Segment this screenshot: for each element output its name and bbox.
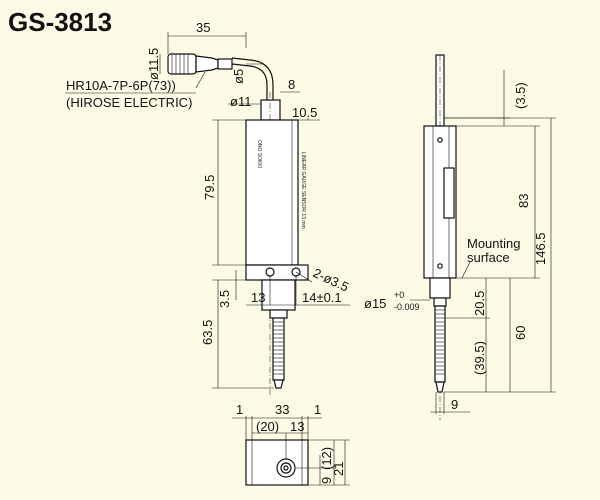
body-product: LINEAR GAUGE SENSOR 13 mm bbox=[300, 152, 306, 229]
dim-bottom-offset: 13 bbox=[290, 419, 304, 434]
mounting-label-line1: Mounting bbox=[467, 236, 520, 251]
connector-model: HR10A-7P-6P(73)) bbox=[66, 78, 176, 93]
cable bbox=[231, 63, 268, 118]
dim-stem-dia: ø15 bbox=[364, 296, 386, 311]
dim-depth-total: 21 bbox=[331, 462, 346, 476]
bottom-view: 1 33 1 (20) 13 9 (12) 21 bbox=[232, 402, 350, 486]
dim-stem-tol-upper: +0 bbox=[394, 290, 404, 300]
side-label-plate bbox=[443, 167, 455, 219]
dim-spindle-partial: (39.5) bbox=[472, 341, 487, 375]
dim-depth-left: 9 bbox=[319, 477, 334, 484]
dim-cable-dia: ø5 bbox=[231, 69, 246, 84]
dim-tip-width: 9 bbox=[451, 397, 458, 412]
body-brand: ONO SOKKI bbox=[256, 140, 262, 168]
dim-total-length: 146.5 bbox=[533, 232, 548, 265]
dim-hole-spacing: 14±0.1 bbox=[302, 290, 342, 305]
dim-bottom-inner: (20) bbox=[256, 419, 279, 434]
side-contact-tip bbox=[435, 381, 445, 393]
side-bellows bbox=[434, 305, 446, 383]
dim-body-length: 79.5 bbox=[202, 175, 217, 200]
dim-bottom-width: 33 bbox=[275, 402, 289, 417]
dim-spindle-length: 60 bbox=[513, 326, 528, 340]
front-view: ONO SOKKI LINEAR GAUGE SENSOR 13 mm bbox=[65, 20, 351, 395]
dim-connector-dia: ø11.5 bbox=[146, 48, 161, 80]
dim-body-offset: 10.5 bbox=[292, 105, 317, 120]
dim-stem-length: 63.5 bbox=[200, 320, 215, 345]
cable-outer bbox=[231, 57, 274, 118]
dim-flange-height: 3.5 bbox=[217, 290, 232, 308]
dim-top-gap: (3.5) bbox=[513, 82, 528, 109]
dim-bottom-side-left: 1 bbox=[236, 402, 243, 417]
side-view: (3.5) 83 146.5 Mounting surface 60 20.5 … bbox=[364, 54, 556, 420]
dim-bottom-side-right: 1 bbox=[314, 402, 321, 417]
cable-bush bbox=[260, 99, 281, 121]
sensor-body bbox=[245, 119, 299, 266]
mount-hole-left bbox=[265, 267, 275, 277]
contact-tip bbox=[273, 379, 284, 389]
connector bbox=[167, 53, 233, 75]
drawing-title: GS-3813 bbox=[8, 7, 112, 37]
dim-depth-inner: (12) bbox=[319, 447, 334, 470]
dim-upper-length: 83 bbox=[516, 194, 531, 208]
dim-bush-offset: 8 bbox=[288, 77, 295, 92]
dim-bush-dia: ø11 bbox=[230, 94, 251, 109]
dim-connector-length: 35 bbox=[196, 20, 210, 35]
stem bbox=[261, 279, 296, 311]
dim-hole-left: 13 bbox=[251, 290, 265, 305]
side-stem bbox=[429, 277, 451, 299]
bottom-spindle bbox=[283, 465, 289, 471]
mounting-label-line2: surface bbox=[467, 250, 510, 265]
dim-stem-from-mount: 20.5 bbox=[472, 291, 487, 316]
dim-stem-tol-lower: -0.009 bbox=[394, 302, 420, 312]
bellows bbox=[272, 317, 285, 381]
connector-maker: (HIROSE ELECTRIC) bbox=[66, 95, 192, 110]
stem-neck bbox=[269, 309, 288, 319]
bottom-body bbox=[245, 439, 309, 486]
side-stem-neck bbox=[433, 297, 447, 307]
